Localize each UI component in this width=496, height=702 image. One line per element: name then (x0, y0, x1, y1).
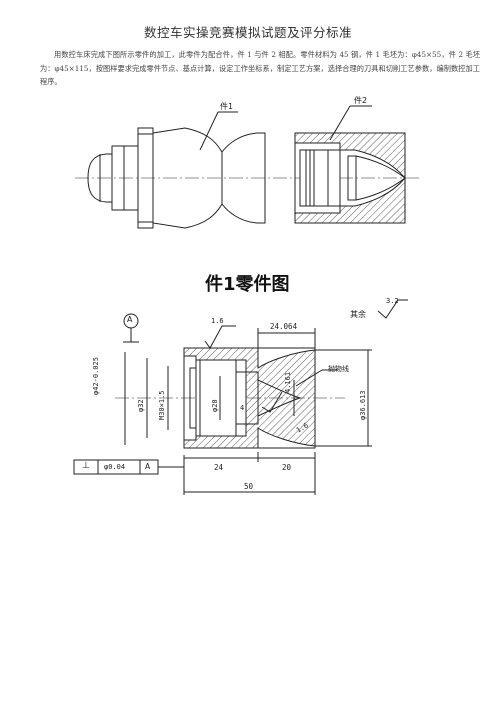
dim-4161: 4.161 (284, 371, 292, 393)
tolerance-symbol: ⊥ (82, 461, 90, 471)
roughness-top-label: 1.6 (211, 317, 224, 325)
dim-24: 24 (214, 463, 224, 472)
datum-a-label: A (127, 315, 133, 324)
part1-label: 件1 (220, 102, 234, 111)
dim-diameter-20: φ20 (211, 399, 219, 412)
page-title: 数控车实操竞赛模拟试题及评分标准 (143, 25, 352, 40)
dim-20: 20 (282, 463, 292, 472)
dim-diameter-right: φ36.613 (359, 390, 367, 420)
tolerance-value: φ0.04 (104, 463, 126, 471)
roughness-rest-value: 3.2 (386, 297, 399, 305)
roughness-rest-label: 其余 (350, 310, 366, 319)
dim-thread: M30×1.5 (158, 390, 166, 420)
tolerance-datum: A (145, 462, 151, 471)
part2-label: 件2 (354, 96, 368, 105)
part-drawing-caption: 件1零件图 (205, 274, 290, 295)
dim-diameter-32: φ32 (137, 399, 145, 412)
dim-diameter-outer: φ42-0.025 (92, 357, 100, 395)
intro-paragraph: 用数控车床完成下图所示零件的加工，此零件为配合件，件 1 与件 2 相配。零件材… (40, 50, 480, 86)
dim-parabola-label: 抛物线 (328, 365, 349, 373)
dim-length-top: 24.064 (270, 322, 298, 331)
dim-50: 50 (244, 482, 254, 491)
dim-4: 4 (240, 404, 245, 412)
